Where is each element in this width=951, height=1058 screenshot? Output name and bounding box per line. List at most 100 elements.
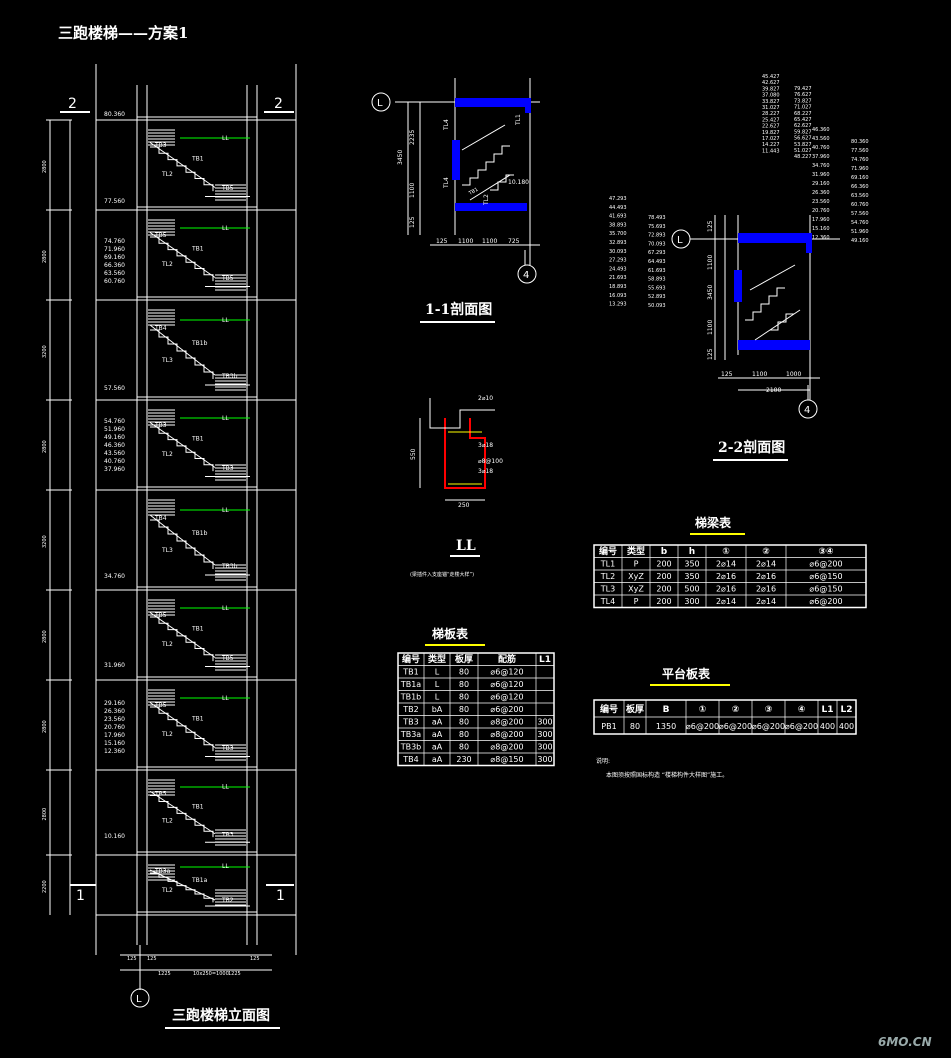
elev-level-value: 60.760 [104, 278, 125, 285]
s22-dim-h-2: 1000 [786, 371, 801, 378]
s22-dim-v-4: 125 [707, 348, 714, 360]
s22-level-value: 71.960 [851, 166, 869, 172]
s22-level-value: 42.627 [762, 80, 780, 86]
elev-bottom-dim: 125 [127, 956, 137, 962]
elev-level-value: 71.960 [104, 246, 125, 253]
beam-table-header: b [661, 547, 668, 557]
elev-slab-label: TB5 [154, 612, 167, 619]
s22-level-value: 15.160 [812, 226, 830, 232]
platform-table-header: 编号 [600, 703, 618, 715]
elev-level-value: 77.560 [104, 198, 125, 205]
elev-beam-label: TL3 [161, 547, 173, 554]
beam-table-title: 梯梁表 [695, 515, 732, 530]
beam-table-cell: 2⌀14 [756, 560, 776, 569]
elev-beam-label: TL2 [161, 641, 173, 648]
elev-level-value: 69.160 [104, 254, 125, 261]
s22-level-value: 57.560 [851, 211, 869, 217]
elev-slab-label: TB1 [191, 156, 204, 163]
s22-level-value: 68.227 [794, 111, 812, 117]
slab-table-cell: 300 [537, 730, 552, 739]
s22-level-value: 41.693 [609, 214, 627, 220]
elev-story-dim: 2800 [42, 720, 48, 733]
s22-level-value: 73.827 [794, 98, 812, 104]
slab-table-cell: 300 [537, 718, 552, 727]
beam-table-cell: TL4 [600, 597, 615, 606]
s22-level-value: 65.427 [794, 117, 812, 123]
elev-slab-label: TB1 [191, 803, 204, 810]
slab-table-cell: 300 [537, 755, 552, 764]
beam-rebar-bot: 3⌀18 [478, 468, 493, 475]
beam-table-cell: 500 [684, 585, 699, 594]
elev-slab-label: TB5 [221, 655, 234, 662]
elev-ll-label: LL [222, 507, 229, 514]
s22-level-value: 24.493 [609, 266, 627, 272]
slab-table-cell: aA [432, 730, 443, 739]
platform-table-cell: 1350 [656, 722, 676, 731]
elev-level-value: 31.960 [104, 662, 125, 669]
s22-level-value: 56.627 [794, 136, 812, 142]
s22-dim-v-3: 1100 [707, 320, 714, 335]
elev-slab-label: TB5 [154, 232, 167, 239]
s22-level-value: 31.027 [762, 105, 780, 111]
elev-level-value: 15.160 [104, 740, 125, 747]
s22-level-value: 58.893 [648, 277, 666, 283]
s22-level-value: 27.293 [609, 258, 627, 264]
elev-slab-label: TB4 [154, 325, 167, 332]
s22-level-value: 43.560 [812, 136, 830, 142]
platform-table-cell: 400 [820, 722, 835, 731]
s22-level-value: 66.360 [851, 184, 869, 190]
section-2-2-title: 2-2剖面图 [718, 439, 785, 456]
elev-bottom-dim: 125 [147, 956, 157, 962]
elev-slab-label: TB3 [154, 422, 167, 429]
elev-slab-label: TB1 [191, 436, 204, 443]
s22-level-value: 23.560 [812, 199, 830, 205]
s22-level-value: 72.893 [648, 233, 666, 239]
section-2-2-levels: 45.42742.62739.82737.08033.82731.02728.2… [609, 74, 869, 309]
s22-level-value: 54.760 [851, 220, 869, 226]
elev-slab-label: TB3a [154, 868, 171, 875]
slab-table-cell: 230 [456, 755, 471, 764]
s22-level-value: 51.960 [851, 229, 869, 235]
s22-dim-total: 2100 [766, 387, 781, 394]
slab-table-cell: ⌀8@200 [490, 730, 523, 739]
slab-table-cell: bA [432, 705, 443, 714]
section-1-1-title: 1-1剖面图 [425, 301, 492, 318]
platform-table-cell: 80 [630, 722, 640, 731]
section-mark-1-right: 1 [276, 888, 285, 904]
slab-table-cell: TB4 [402, 755, 418, 764]
s22-dim-v-1: 1100 [707, 255, 714, 270]
elev-beam-label: TL2 [161, 887, 173, 894]
elev-beam-label: TL2 [161, 261, 173, 268]
beam-stirrup: ⌀8@100 [478, 458, 503, 465]
s22-level-value: 30.093 [609, 249, 627, 255]
elev-level-value: 51.960 [104, 426, 125, 433]
s22-level-value: 53.827 [794, 142, 812, 148]
elev-slab-label: TB3 [221, 465, 234, 472]
beam-table-cell: ⌀6@200 [809, 597, 842, 606]
elev-ll-label: LL [222, 317, 229, 324]
elev-beam-label: TL2 [161, 451, 173, 458]
slab-table-cell: 80 [459, 743, 469, 752]
slab-table-cell: aA [432, 755, 443, 764]
beam-detail: 550 250 2⌀10 3⌀18 ⌀8@100 3⌀18 [410, 395, 503, 509]
elev-slab-label: TB4 [154, 515, 167, 522]
slab-table-cell: 80 [459, 668, 469, 677]
elev-level-value: 74.760 [104, 238, 125, 245]
s11-label-2: TL1 [515, 114, 522, 126]
slab-table-cell: ⌀6@120 [490, 680, 523, 689]
s22-level-value: 64.493 [648, 259, 666, 265]
s11-dim-v-3: 125 [409, 216, 416, 228]
beam-table-cell: 2⌀16 [756, 585, 776, 594]
s22-level-value: 12.360 [812, 235, 830, 241]
slab-table-cell: 80 [459, 718, 469, 727]
slab-table-cell: L [435, 693, 440, 702]
beam-table-cell: 350 [684, 572, 699, 581]
section-1-1: L 4 3450 2235 1100 125 125 1100 1100 725… [371, 78, 540, 284]
s22-level-value: 29.160 [812, 181, 830, 187]
s22-level-value: 71.027 [794, 105, 812, 111]
beam-table-cell: TL1 [600, 560, 615, 569]
s22-level-value: 14.227 [762, 142, 780, 148]
